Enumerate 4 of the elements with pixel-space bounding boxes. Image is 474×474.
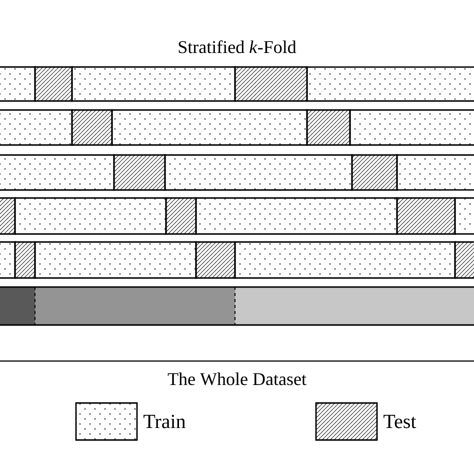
legend-label: Test	[384, 414, 416, 428]
legend-label: Train	[144, 414, 186, 428]
axis-label: The Whole Dataset	[168, 372, 306, 386]
title: Stratified k-Fold	[178, 40, 296, 54]
